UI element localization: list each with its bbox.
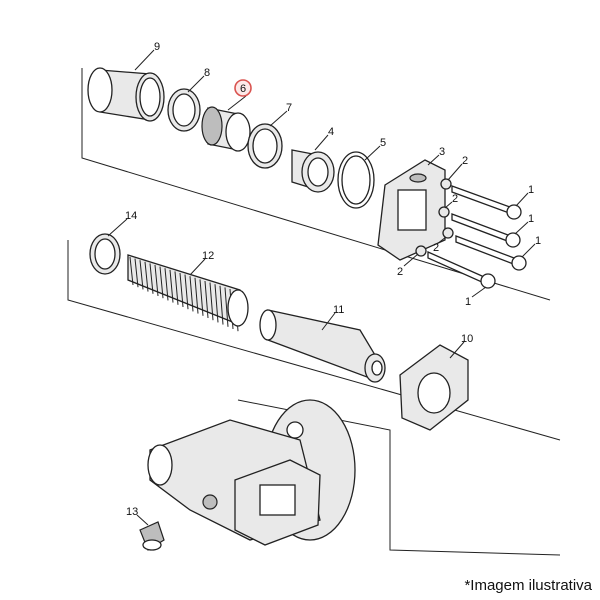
plane-outline-middle — [67, 240, 561, 441]
part-11-shaft — [259, 309, 386, 383]
callout-7[interactable]: 7 — [286, 102, 292, 114]
callout-10[interactable]: 10 — [461, 333, 473, 345]
callout-2[interactable]: 2 — [452, 193, 458, 205]
pump-housing — [147, 399, 356, 546]
callout-3[interactable]: 3 — [439, 146, 445, 158]
callout-2[interactable]: 2 — [462, 155, 468, 167]
callout-2[interactable]: 2 — [397, 266, 403, 278]
part-12-spring — [127, 254, 249, 332]
callout-14[interactable]: 14 — [125, 210, 137, 222]
callout-1[interactable]: 1 — [528, 213, 534, 225]
leader-lines — [107, 49, 536, 526]
callout-12[interactable]: 12 — [202, 250, 214, 262]
part-10-gasket — [399, 344, 469, 431]
callout-4[interactable]: 4 — [328, 126, 334, 138]
part-7-ring — [247, 123, 283, 169]
highlight-ring — [234, 79, 252, 97]
callout-9[interactable]: 9 — [154, 41, 160, 53]
part-13-plug — [139, 521, 165, 551]
callout-1[interactable]: 1 — [535, 235, 541, 247]
part-6-piston — [201, 106, 251, 152]
part-9-sleeve — [87, 67, 165, 122]
callout-11[interactable]: 11 — [333, 304, 344, 316]
callout-2[interactable]: 2 — [433, 242, 439, 254]
part-5-oring — [337, 151, 375, 209]
callout-6-highlighted[interactable]: 6 — [240, 83, 246, 95]
part-4-bushing — [291, 149, 335, 193]
part-8-ring — [167, 88, 201, 132]
part-14-ring — [89, 233, 121, 275]
part-3-cover — [377, 159, 446, 261]
callout-13[interactable]: 13 — [126, 506, 138, 518]
washers-and-bolts — [415, 178, 527, 289]
callout-8[interactable]: 8 — [204, 67, 210, 79]
callout-1[interactable]: 1 — [465, 296, 471, 308]
callout-5[interactable]: 5 — [380, 137, 386, 149]
caption: *Imagem ilustrativa — [464, 577, 592, 594]
callout-1[interactable]: 1 — [528, 184, 534, 196]
